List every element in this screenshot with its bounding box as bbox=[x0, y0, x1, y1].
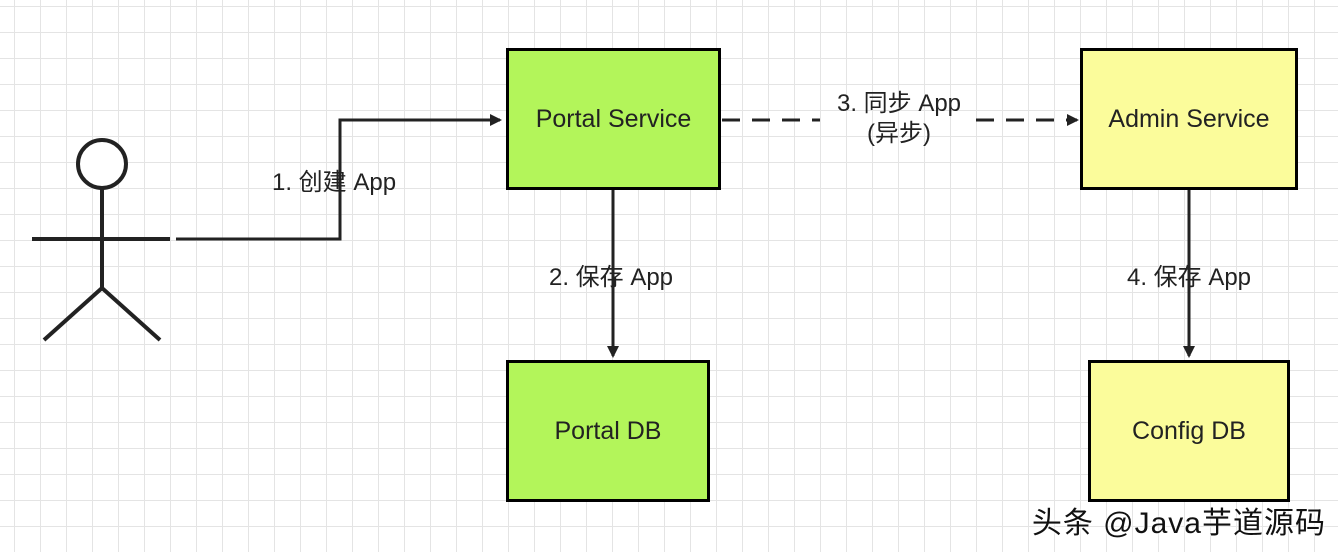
edge-label-sync-app-line2: (异步) bbox=[867, 120, 931, 147]
edge-create-app bbox=[176, 114, 502, 241]
node-portal-service-label: Portal Service bbox=[535, 104, 692, 133]
edge-label-sync-app: 3. 同步 App (异步) bbox=[837, 89, 961, 149]
node-portal-service[interactable]: Portal Service bbox=[506, 48, 721, 190]
user-actor-icon bbox=[32, 138, 170, 342]
node-admin-service-label: Admin Service bbox=[1108, 104, 1270, 133]
watermark-text: 头条 @Java芋道源码 bbox=[1031, 507, 1326, 540]
node-admin-service[interactable]: Admin Service bbox=[1080, 48, 1298, 190]
edge-label-create-app: 1. 创建 App bbox=[272, 169, 397, 196]
node-config-db[interactable]: Config DB bbox=[1088, 360, 1290, 502]
node-config-db-label: Config DB bbox=[1132, 416, 1246, 445]
node-portal-db[interactable]: Portal DB bbox=[506, 360, 710, 502]
edge-label-sync-app-line1: 3. 同步 App bbox=[836, 90, 962, 117]
edge-label-save-app-admin: 4. 保存 App bbox=[1126, 264, 1252, 291]
node-portal-db-label: Portal DB bbox=[554, 416, 662, 445]
edge-label-save-app-portal: 2. 保存 App bbox=[548, 264, 674, 291]
